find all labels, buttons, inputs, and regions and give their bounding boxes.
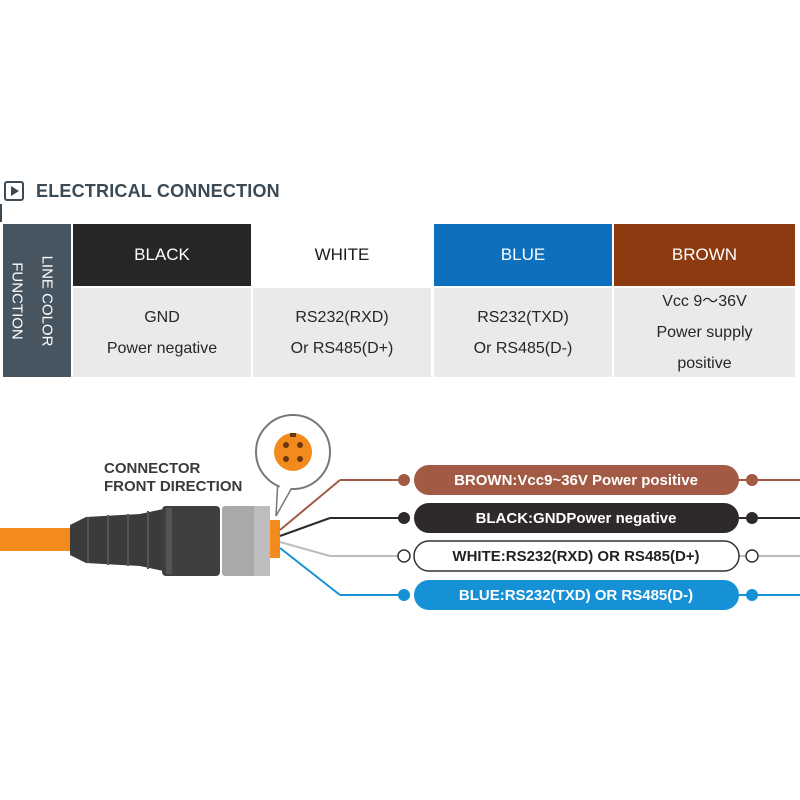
- function-text: Power negative: [106, 339, 218, 357]
- connector-label-line: CONNECTOR: [104, 460, 201, 477]
- color-cell-blue: BLUE: [434, 224, 612, 286]
- wire-label-blue: BLUE:RS232(TXD) OR RS485(D-): [398, 580, 758, 610]
- wire-black: [279, 517, 331, 537]
- color-cell-white: WHITE: [253, 224, 431, 286]
- wire-label-black: BLACK:GNDPower negative: [398, 503, 758, 533]
- section-title: ELECTRICAL CONNECTION: [36, 180, 280, 201]
- title-rule: [0, 204, 2, 222]
- color-cell-brown: BROWN: [614, 224, 795, 286]
- wire-end-dot: [398, 589, 410, 601]
- function-text: RS232(RXD): [295, 308, 389, 326]
- wire-label-white: WHITE:RS232(RXD) OR RS485(D+): [397, 540, 759, 572]
- wire-white: [279, 541, 331, 557]
- connector-face: [274, 433, 312, 471]
- row-header: LINE COLOR FUNCTION: [3, 224, 71, 377]
- wire-label-text: BLUE:RS232(TXD) OR RS485(D-): [459, 587, 693, 604]
- function-cell-blue: RS232(TXD) Or RS485(D-): [434, 288, 612, 377]
- wire-end-dot: [746, 474, 758, 486]
- connector-tip: [270, 520, 280, 558]
- wire-end-dot: [398, 474, 410, 486]
- connector-label-line: FRONT DIRECTION: [104, 478, 243, 495]
- section-header: ELECTRICAL CONNECTION: [4, 178, 280, 204]
- wiring-table: LINE COLOR FUNCTION BLACK WHITE BLUE BRO…: [3, 224, 795, 377]
- play-icon: [4, 181, 24, 201]
- wire-label-text: WHITE:RS232(RXD) OR RS485(D+): [452, 548, 699, 565]
- function-cell-white: RS232(RXD) Or RS485(D+): [253, 288, 431, 377]
- color-cell-black: BLACK: [73, 224, 251, 286]
- wire-blue: [279, 547, 341, 596]
- connector-key: [290, 433, 296, 437]
- connector-body-shade: [254, 506, 270, 576]
- connector-label: CONNECTOR FRONT DIRECTION: [104, 460, 242, 496]
- function-cell-brown: Vcc 9～36V Power supply positive: [614, 288, 795, 377]
- wire-label-brown: BROWN:Vcc9~36V Power positive: [398, 465, 758, 495]
- wire-label-text: BROWN:Vcc9~36V Power positive: [454, 472, 698, 489]
- function-text: Or RS485(D-): [473, 339, 573, 357]
- coupling-nut-highlight: [166, 508, 172, 574]
- function-text: Vcc 9～36V: [662, 293, 747, 310]
- wire-brown: [279, 479, 341, 531]
- wire-end-dot: [745, 549, 759, 563]
- function-cell-black: GND Power negative: [73, 288, 251, 377]
- connector-pin: [297, 456, 303, 462]
- wire-end-dot: [746, 512, 758, 524]
- orange-cable: [0, 528, 72, 551]
- wire-end-dot: [398, 512, 410, 524]
- connector-pin: [283, 442, 289, 448]
- coupling-nut: [162, 506, 220, 576]
- connector-pin: [283, 456, 289, 462]
- function-text: positive: [677, 355, 732, 372]
- connector-pin: [297, 442, 303, 448]
- strain-relief: [70, 508, 168, 572]
- function-text: RS232(TXD): [477, 308, 569, 326]
- function-text: Or RS485(D+): [290, 339, 394, 357]
- function-text: Power supply: [656, 324, 753, 341]
- wire-end-dot: [397, 549, 411, 563]
- callout-pointer-fill: [278, 482, 292, 510]
- wire-label-text: BLACK:GNDPower negative: [476, 510, 677, 527]
- function-text: GND: [144, 308, 180, 326]
- wire-end-dot: [746, 589, 758, 601]
